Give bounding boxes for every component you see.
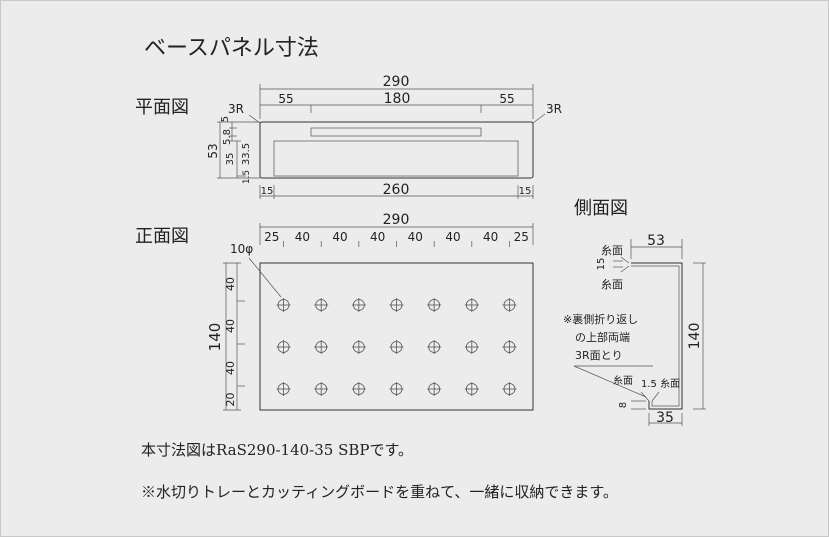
plan-corner-left: 3R xyxy=(228,102,244,116)
plan-inner-width: 260 xyxy=(383,182,410,198)
footer-model-note: 本寸法図はRaS290-140-35 SBPです。 xyxy=(141,441,413,459)
spacing-label: 40 xyxy=(445,230,460,244)
spacing-label: 40 xyxy=(295,230,310,244)
spacing-label: 40 xyxy=(483,230,498,244)
plan-view xyxy=(217,84,546,199)
hole xyxy=(502,340,517,354)
hole xyxy=(314,340,329,354)
hole xyxy=(351,382,366,396)
plan-view-label: 平面図 xyxy=(135,97,189,118)
side-view xyxy=(573,239,706,426)
side-view-label: 側面図 xyxy=(574,198,628,219)
hole-diameter: 10φ xyxy=(230,242,253,256)
front-view xyxy=(223,223,534,411)
plan-dim-35: 35 xyxy=(225,153,236,166)
hole xyxy=(464,298,479,312)
plan-overall-width: 290 xyxy=(383,74,410,90)
side-note-line-1: ※裏側折り返し xyxy=(563,312,638,326)
hole xyxy=(314,382,329,396)
hole xyxy=(464,340,479,354)
chamfer-bottom-left: 糸面 xyxy=(613,375,633,387)
chamfer-top-upper: 糸面 xyxy=(601,244,623,257)
front-overall-width: 290 xyxy=(383,212,410,228)
plan-height-total: 53 xyxy=(206,143,220,158)
spacing-label: 25 xyxy=(264,230,279,244)
title: ベースパネル寸法 xyxy=(144,36,319,61)
hole xyxy=(464,382,479,396)
hole xyxy=(427,340,442,354)
hole xyxy=(502,382,517,396)
vertical-spacing-label: 40 xyxy=(224,319,237,333)
chamfer-bottom-right: 1.5 糸面 xyxy=(641,378,680,390)
plan-dim-5: 5 xyxy=(220,116,231,122)
plan-right-margin: 55 xyxy=(499,92,514,106)
vertical-spacing-label: 40 xyxy=(224,361,237,375)
side-dim-8: 8 xyxy=(618,402,629,408)
hole xyxy=(314,298,329,312)
hole xyxy=(351,340,366,354)
side-top-width: 53 xyxy=(647,233,665,249)
side-height: 140 xyxy=(687,323,703,350)
front-view-label: 正面図 xyxy=(135,226,189,247)
spacing-label: 40 xyxy=(332,230,347,244)
plan-dim-1-5: 1.5 xyxy=(242,170,252,184)
plan-dim-33-5: 33.5 xyxy=(241,143,252,165)
hole xyxy=(389,340,404,354)
chamfer-top-lower: 糸面 xyxy=(601,278,623,291)
hole xyxy=(389,382,404,396)
spacing-label: 25 xyxy=(514,230,529,244)
side-note-line-3: 3R面とり xyxy=(575,349,623,362)
hole xyxy=(351,298,366,312)
hole xyxy=(427,382,442,396)
plan-dim-5-8: 5.8 xyxy=(222,129,233,145)
plan-corner-right: 3R xyxy=(546,102,562,116)
hole xyxy=(502,298,517,312)
vertical-spacing-label: 20 xyxy=(224,393,237,407)
side-dim-15: 15 xyxy=(596,258,607,271)
hole xyxy=(276,298,291,312)
side-note-line-2: の上部両端 xyxy=(575,330,630,344)
plan-inner-right: 15 xyxy=(519,186,532,197)
hole xyxy=(276,340,291,354)
plan-left-margin: 55 xyxy=(278,92,293,106)
front-height-total: 140 xyxy=(206,323,224,352)
plan-inner-left: 15 xyxy=(261,186,274,197)
hole xyxy=(389,298,404,312)
spacing-label: 40 xyxy=(408,230,423,244)
footer-storage-note: ※水切りトレーとカッティングボードを重ねて、一緒に収納できます。 xyxy=(141,483,618,501)
side-bottom-width: 35 xyxy=(656,410,674,426)
vertical-spacing-label: 40 xyxy=(224,277,237,291)
hole xyxy=(276,382,291,396)
spacing-label: 40 xyxy=(370,230,385,244)
hole xyxy=(427,298,442,312)
plan-slot-width: 180 xyxy=(384,91,411,107)
